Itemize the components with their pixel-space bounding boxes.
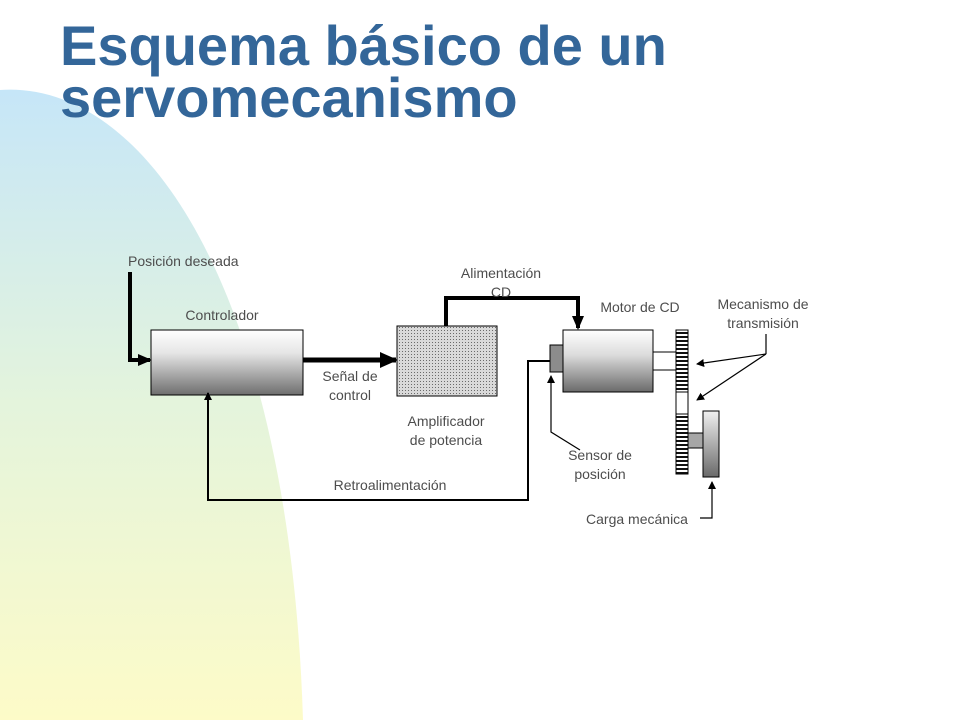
mechanical-load bbox=[702, 410, 720, 478]
transmission-gear-hub bbox=[675, 391, 689, 415]
load-pointer-arrow bbox=[700, 481, 716, 519]
label-motor: Motor de CD bbox=[600, 299, 679, 315]
label-amplifier-1: Amplificador bbox=[407, 413, 484, 429]
label-feedback: Retroalimentación bbox=[334, 477, 447, 493]
dc-motor bbox=[562, 329, 654, 393]
label-position-sensor-1: Sensor de bbox=[568, 447, 632, 463]
desired-position-input-arrow bbox=[128, 272, 152, 366]
load-shaft bbox=[687, 432, 704, 449]
sensor-pointer-arrow bbox=[547, 375, 581, 451]
label-control-signal-2: control bbox=[329, 387, 371, 403]
label-supply-2: CD bbox=[491, 284, 511, 300]
label-transmission-2: transmisión bbox=[727, 315, 799, 331]
dc-supply-arrow bbox=[444, 296, 584, 330]
label-desired-position: Posición deseada bbox=[128, 253, 239, 269]
transmission-pointer-lower bbox=[696, 353, 767, 401]
title-line-1: Esquema básico de un bbox=[60, 14, 667, 77]
label-mechanical-load: Carga mecánica bbox=[586, 511, 688, 527]
label-supply-1: Alimentación bbox=[461, 265, 541, 281]
label-transmission-1: Mecanismo de bbox=[717, 296, 808, 312]
slide-title: Esquema básico de un servomecanismo bbox=[60, 18, 920, 126]
position-sensor bbox=[549, 344, 564, 373]
feedback-arrow bbox=[204, 360, 550, 501]
controller-block bbox=[150, 329, 304, 396]
transmission-pointer-upper bbox=[696, 353, 767, 367]
motor-shaft bbox=[652, 351, 677, 371]
amplifier-block bbox=[396, 325, 498, 397]
label-position-sensor-2: posición bbox=[574, 466, 625, 482]
label-amplifier-2: de potencia bbox=[410, 432, 483, 448]
title-line-2: servomecanismo bbox=[60, 66, 518, 129]
label-control-signal-1: Señal de bbox=[322, 368, 377, 384]
label-controller: Controlador bbox=[185, 307, 258, 323]
transmission-gear-lower bbox=[675, 413, 689, 475]
transmission-gear-upper bbox=[675, 329, 689, 393]
